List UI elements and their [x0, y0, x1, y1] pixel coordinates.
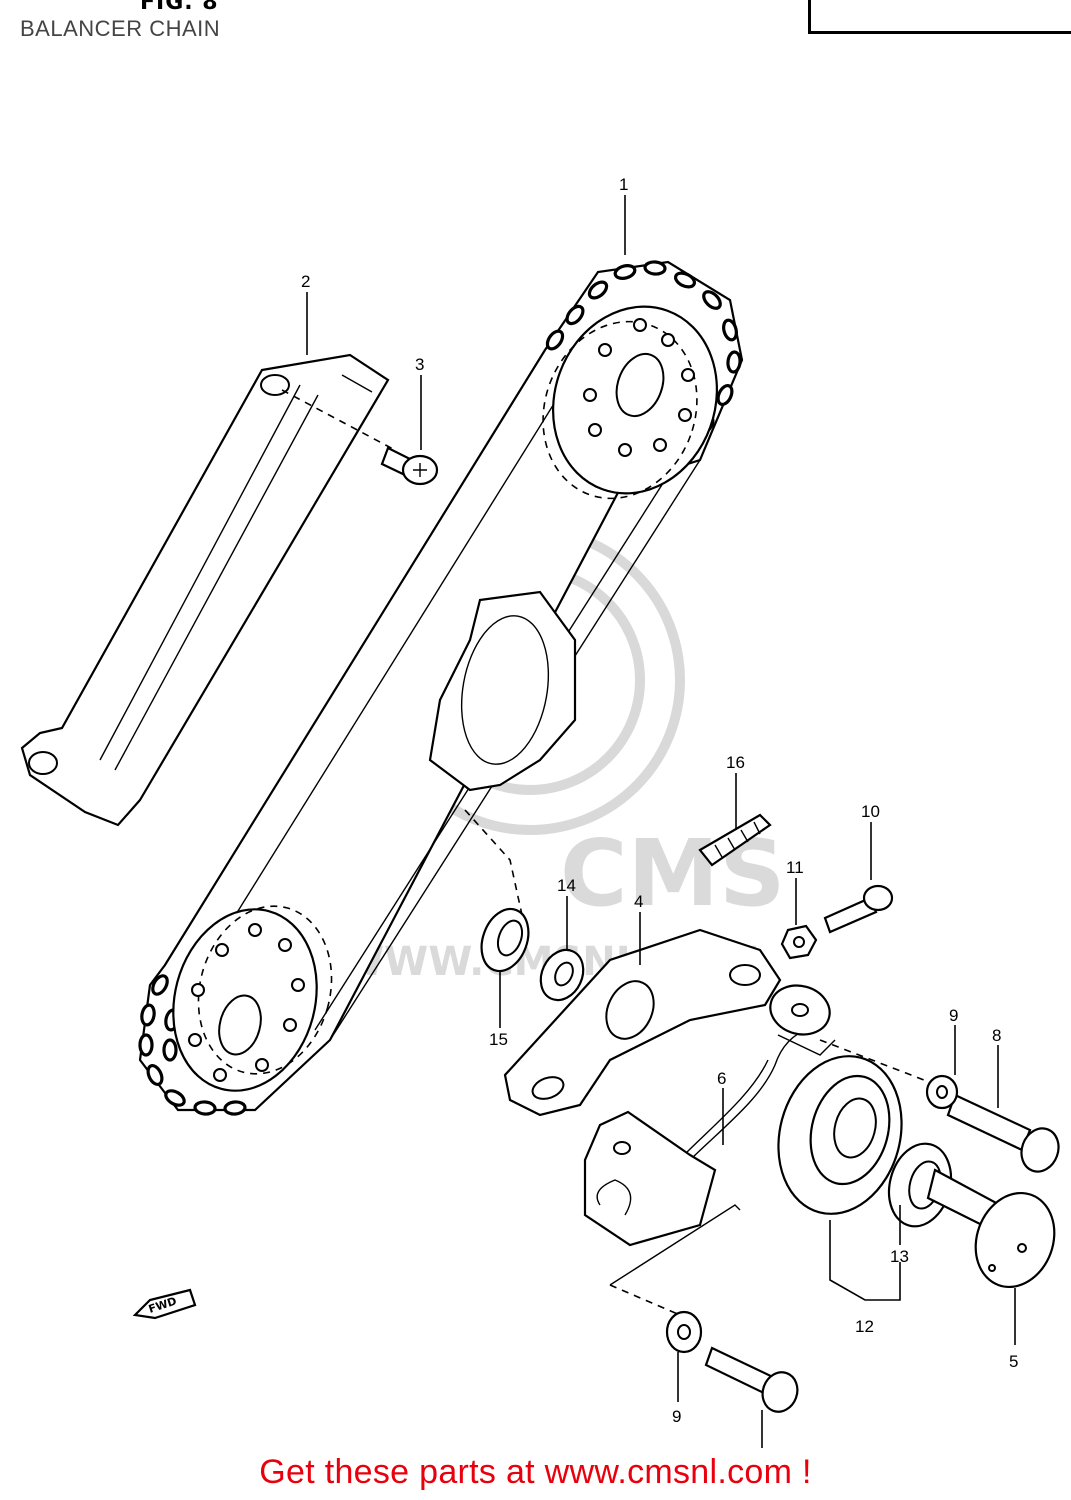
oil-seal-part-15 — [480, 907, 530, 973]
tensioner-bracket — [583, 1110, 717, 1247]
shaft-part-5 — [926, 1168, 1056, 1289]
callout-11: 11 — [786, 858, 804, 877]
idler-assembly-part-12 — [777, 1039, 951, 1215]
bolt-part-10 — [823, 884, 894, 934]
callout-13: 13 — [890, 1247, 909, 1266]
callout-14: 14 — [557, 876, 576, 895]
bolt-part-8 — [925, 1074, 1060, 1173]
get-parts-link[interactable]: Get these parts at www.cmsnl.com ! — [259, 1453, 812, 1491]
corner-frame — [808, 0, 1071, 34]
callout-3: 3 — [415, 355, 424, 374]
parts-diagram: CMS WWW.CMSNL.COM — [20, 175, 1060, 1450]
callout-2: 2 — [301, 272, 310, 291]
forward-direction-marker: FWD — [132, 1288, 197, 1320]
washer-part-14 — [539, 948, 585, 1002]
callout-15: 15 — [489, 1030, 508, 1049]
nut-part-11 — [780, 924, 818, 960]
pivot-washer — [769, 984, 836, 1056]
callout-7: 7 — [756, 1447, 765, 1450]
chain-guide-part-2 — [20, 353, 390, 827]
page-title: BALANCER CHAIN — [20, 16, 221, 41]
leader-lines — [306, 195, 1016, 1448]
callout-16: 16 — [726, 753, 745, 772]
callout-labels: 1 2 3 16 10 14 4 11 15 9 8 6 13 12 5 9 7 — [301, 175, 1018, 1450]
callout-5: 5 — [1009, 1352, 1018, 1371]
callout-9-lower: 9 — [672, 1407, 681, 1426]
callout-8: 8 — [992, 1026, 1001, 1045]
callout-12: 12 — [855, 1317, 874, 1336]
callout-4: 4 — [634, 892, 643, 911]
figure-label: FIG. 8 — [140, 0, 219, 15]
spring-wire-part-6 — [682, 1027, 811, 1163]
upper-sprocket — [542, 305, 718, 500]
tensioner-arm-part-4 — [503, 928, 782, 1117]
callout-9-upper: 9 — [949, 1006, 958, 1025]
spring-part-16 — [698, 813, 772, 867]
bolt-part-7 — [609, 1204, 799, 1413]
callout-6: 6 — [717, 1069, 726, 1088]
lower-sprocket — [172, 905, 333, 1092]
callout-1: 1 — [619, 175, 628, 194]
callout-10: 10 — [861, 802, 880, 821]
screw-part-3 — [281, 389, 439, 486]
